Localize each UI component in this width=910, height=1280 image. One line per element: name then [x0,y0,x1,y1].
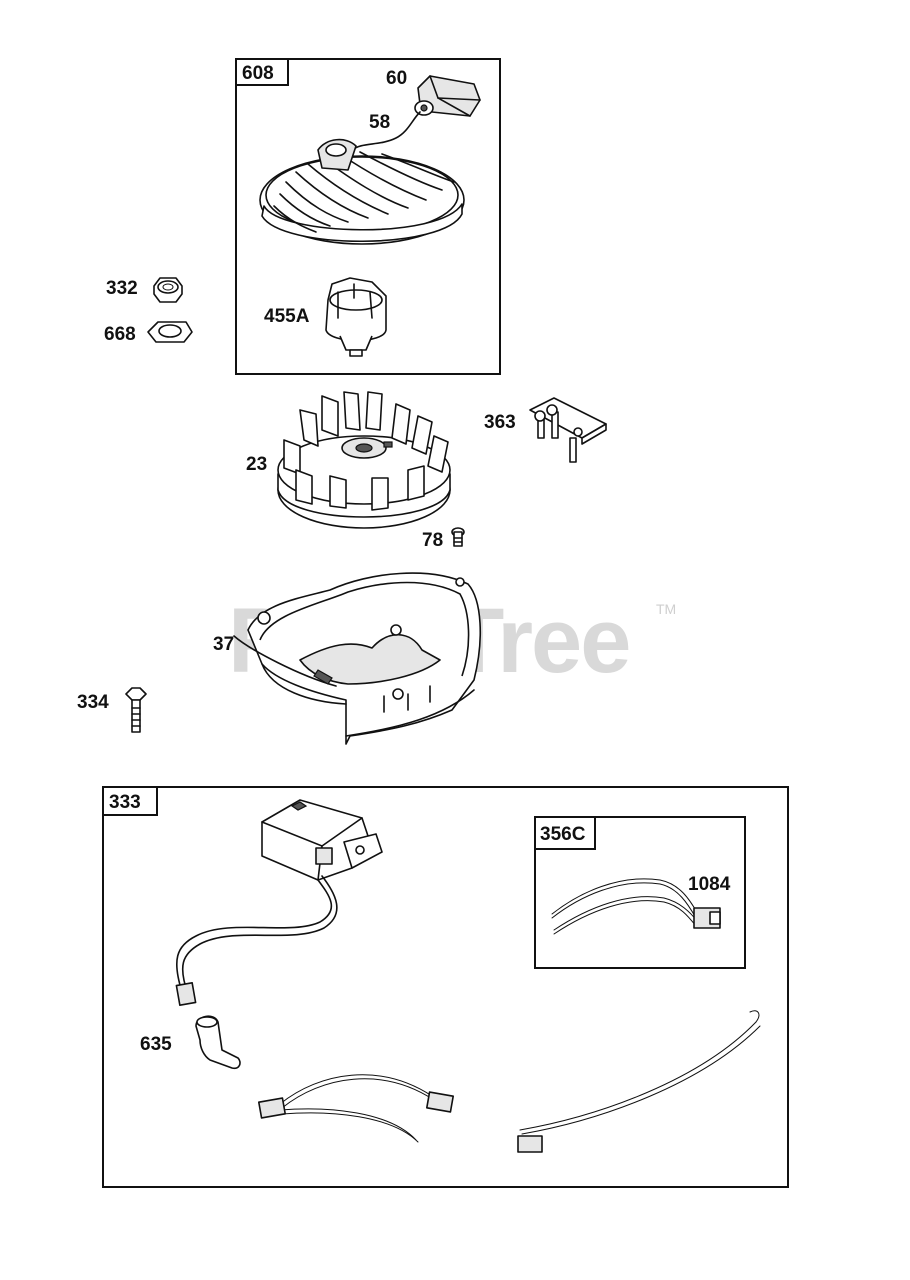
group-608-label: 608 [242,63,274,84]
ignition-lead-outer [181,875,338,995]
callout-332: 332 [106,278,138,299]
recoil-starter-housing[interactable] [259,138,465,245]
blower-housing-part[interactable] [233,572,481,745]
ground-wire-harness-part[interactable] [257,1074,455,1143]
spark-plug-boot-part[interactable] [195,1015,241,1070]
wire-connector-part[interactable] [551,878,721,935]
callout-60: 60 [386,68,407,89]
washer-part[interactable] [147,321,193,343]
watermark-trademark: TM [656,601,676,617]
callout-363: 363 [484,412,516,433]
callout-37: 37 [213,634,234,655]
callout-334: 334 [77,692,109,713]
callout-58: 58 [369,112,390,133]
starter-handle-part[interactable] [414,75,481,117]
ignition-coil-part[interactable] [261,799,383,881]
nut-part[interactable] [153,277,183,303]
callout-455a: 455A [264,306,310,327]
bracket-part[interactable] [529,397,607,463]
group-356c-label: 356C [540,824,586,845]
bolt-334-part[interactable] [125,687,147,733]
callout-668: 668 [104,324,136,345]
long-wire-part[interactable] [517,1010,761,1153]
callout-1084: 1084 [688,874,731,895]
bolt-78-part[interactable] [451,527,465,547]
group-356c-tab [534,816,596,850]
starter-rope-part[interactable] [351,111,421,151]
flywheel-part[interactable] [277,391,451,529]
callout-635: 635 [140,1034,172,1055]
group-333-frame [102,786,789,1188]
group-608-tab [235,58,289,86]
group-333: 333 [102,786,789,1188]
group-356c: 356C [534,816,746,969]
starter-cup-part[interactable] [325,277,387,357]
group-608-frame [235,58,501,375]
callout-23: 23 [246,454,267,475]
callout-78: 78 [422,530,443,551]
group-356c-frame [534,816,746,969]
group-333-label: 333 [109,792,141,813]
group-333-tab [102,786,158,816]
group-608: 608 [235,58,501,375]
ignition-lead [175,879,333,993]
lead-clip [175,981,197,1007]
